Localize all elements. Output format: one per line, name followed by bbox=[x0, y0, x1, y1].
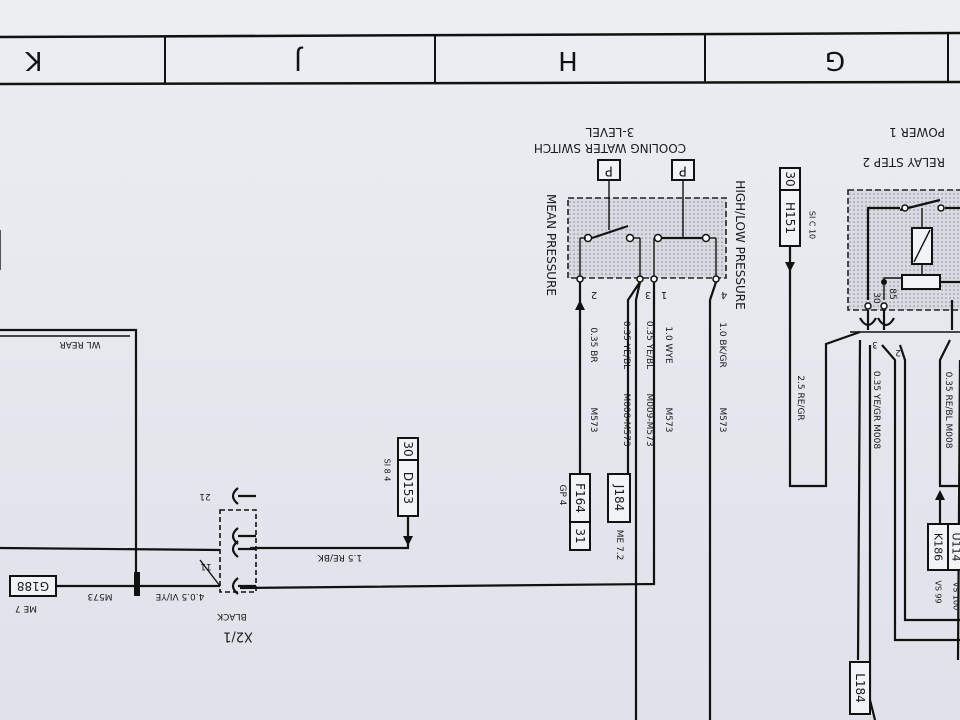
wire1-code: M573 bbox=[588, 408, 598, 433]
left-wiring: WL REAR 4.0.5 VI/YE M573 G188 ME 7 bbox=[0, 230, 221, 613]
connector-k186: K186 VS 99 bbox=[927, 523, 949, 604]
pin-1: 1 bbox=[661, 289, 667, 300]
x21-label: X2/1 bbox=[223, 629, 253, 644]
d153-sub: SI 8 4 bbox=[383, 459, 392, 482]
wl-rear-label: WL REAR bbox=[59, 339, 100, 349]
relay-pin-3: 3 bbox=[872, 339, 878, 349]
wire3-code: M009-M573 bbox=[644, 393, 654, 446]
wire10-gauge: 4.0.5 VI/YE bbox=[155, 591, 204, 601]
u114-sub: VS 100 bbox=[952, 582, 960, 610]
relay-title-power: POWER 1 bbox=[889, 125, 945, 139]
fuse-d153: 30 D153 SI 8 4 1.5 RE/BK bbox=[250, 437, 419, 562]
x21-pin-21: 21 bbox=[199, 491, 210, 501]
mean-pressure-label: MEAN PRESSURE bbox=[544, 194, 558, 296]
wire1-gauge: 0.35 BR bbox=[588, 327, 598, 362]
f164-num: 31 bbox=[573, 528, 587, 543]
wire2-gauge: 0.35 YE/BL bbox=[621, 321, 631, 369]
relay-title: RELAY STEP 2 POWER 1 bbox=[862, 125, 945, 169]
wire5-code: M573 bbox=[717, 408, 727, 433]
pin-4: 4 bbox=[721, 289, 727, 300]
relay: 30 85 3 2 0.35 YE/GR M008 0.35 RE/BL M00… bbox=[847, 189, 960, 720]
h151-label: H151 bbox=[783, 202, 797, 234]
f164-label: F164 bbox=[573, 483, 587, 513]
connector-u114: U114 VS 100 bbox=[947, 523, 960, 610]
pin-3: 3 bbox=[645, 289, 651, 300]
u114-label: U114 bbox=[950, 532, 960, 561]
pin-2: 2 bbox=[591, 289, 597, 300]
j184-sub: ME 7.2 bbox=[614, 530, 624, 561]
wire4-gauge: 1.0 WYE bbox=[663, 326, 673, 364]
relay-pin-2: 2 bbox=[895, 347, 901, 357]
connector-x21: 21 11 X2/1 BLACK bbox=[199, 487, 257, 644]
wire4-code: M573 bbox=[663, 408, 673, 433]
k186-label: K186 bbox=[932, 533, 945, 561]
wire8-gauge: 0.35 RE/BL M008 bbox=[943, 372, 953, 449]
switch-wires: 0.35 BR M573 0.35 YE/BL M008-M573 0.35 Y… bbox=[239, 281, 727, 720]
d153-label: D153 bbox=[401, 472, 415, 504]
wire9-gauge: 1.5 RE/BK bbox=[317, 552, 362, 562]
connector-f164: F164 31 GP 4 bbox=[557, 473, 591, 551]
switch-title: 3-LEVEL COOLING WATER SWITCH bbox=[534, 125, 686, 155]
x21-sub: BLACK bbox=[216, 611, 247, 621]
grid-header: K J H G bbox=[0, 31, 960, 86]
sensor-b-label: P bbox=[679, 163, 687, 178]
wire5-gauge: 1.0 BK/GR bbox=[717, 322, 727, 368]
connector-l184: L184 bbox=[849, 661, 871, 715]
high-low-pressure-label: HIGH/LOW PRESSURE bbox=[733, 180, 747, 309]
f164-sub: GP 4 bbox=[557, 485, 567, 506]
h151-sub: SI C 10 bbox=[808, 211, 817, 239]
fuse-h151: 30 H151 SI C 10 2.5 RE/GR bbox=[779, 167, 861, 488]
d153-num: 30 bbox=[401, 441, 415, 456]
k186-sub: VS 99 bbox=[934, 580, 943, 603]
wire2-code: M008-M573 bbox=[621, 393, 631, 446]
grid-letter-j: J bbox=[294, 45, 304, 75]
g188-label: G188 bbox=[17, 579, 49, 593]
relay-pin-85: 85 bbox=[887, 288, 897, 299]
j184-label: J184 bbox=[612, 484, 626, 511]
grid-letter-g: G bbox=[825, 45, 845, 75]
switch-title-line2: COOLING WATER SWITCH bbox=[534, 141, 686, 155]
connector-j184: J184 ME 7.2 bbox=[607, 473, 631, 561]
h151-num: 30 bbox=[783, 171, 797, 186]
switch-title-line1: 3-LEVEL bbox=[585, 125, 634, 139]
sensor-a-label: P bbox=[605, 163, 613, 178]
grid-letter-k: K bbox=[25, 45, 43, 75]
relay-pin-30: 30 bbox=[871, 292, 881, 304]
x21-pin-11: 11 bbox=[200, 561, 211, 571]
pressure-switch: P P 2 3 1 4 MEAN PRESSURE HIGH/LOW PRESS… bbox=[544, 159, 747, 310]
g188-sub: ME 7 bbox=[15, 603, 37, 613]
relay-title-step: RELAY STEP 2 bbox=[862, 155, 945, 169]
grid-letter-h: H bbox=[558, 45, 578, 75]
l184-label: L184 bbox=[853, 673, 867, 703]
wire10-code: M573 bbox=[88, 591, 113, 601]
wire3-gauge: 0.35 YE/BL bbox=[644, 321, 654, 369]
wire7-gauge: 0.35 YE/GR M008 bbox=[871, 371, 881, 449]
wire6-gauge: 2.5 RE/GR bbox=[795, 375, 805, 420]
